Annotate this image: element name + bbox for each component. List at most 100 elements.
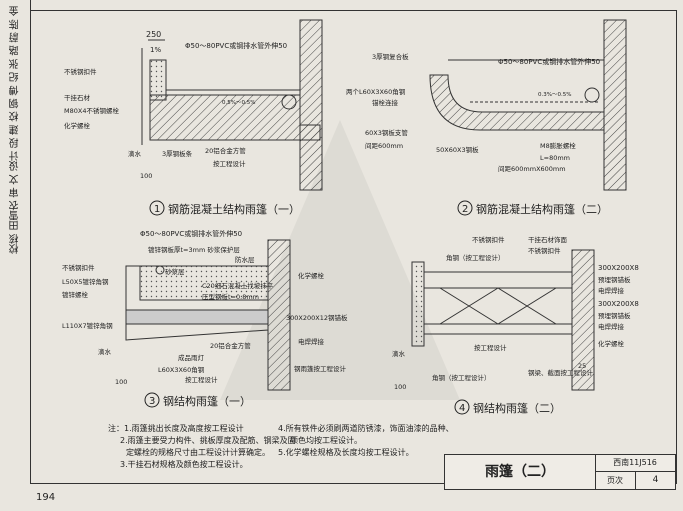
d3-steelplate: 压型钢板t=0.8mm — [202, 292, 259, 301]
d3-plate300: 300X200X12钢锚板 — [286, 313, 348, 322]
note-2: 2.雨篷主要受力构件、挑板厚度及配筋、钢梁及固 — [120, 436, 296, 445]
d4-title-num: 4 — [459, 403, 465, 414]
d2-len: L=80mm — [540, 154, 570, 162]
d1-bolt: M80X4不锈钢螺栓 — [64, 106, 119, 115]
d2-slope: 0.3%～0.5% — [538, 92, 571, 98]
title-block-code: 西南11J516 — [595, 455, 675, 472]
d4-clip: 不锈钢扣件 — [528, 246, 561, 255]
d3-title: 钢结构雨篷（一） — [163, 394, 251, 408]
d4-truss-frame — [423, 271, 573, 335]
d3-alum: 20铝合金方管 — [210, 341, 251, 350]
d3-concrete — [139, 265, 269, 301]
diagram-2: 3厚钢复合板 Φ50～80PVC或钢排水管外伸50 两个L60X3X60角钢 锚… — [346, 19, 627, 216]
d3-weldp: 电焊焊接 — [298, 337, 325, 346]
note-4: 3.干挂石材规格及颜色按工程设计。 — [120, 460, 248, 469]
d2-title-circle — [457, 200, 473, 216]
d3-title-num: 3 — [149, 396, 155, 407]
title-block: 雨篷（二） 西南11J516 页次 4 — [444, 454, 676, 490]
d1-wall — [299, 19, 323, 191]
note-1: 注：1.雨篷挑出长度及高度按工程设计 — [108, 424, 244, 433]
d4-weld1: 电焊焊接 — [598, 286, 625, 295]
d2-bolt2: 间距600mm — [365, 142, 403, 150]
note-3: 定螺栓的规格尺寸由工程设计计算确定。 — [126, 448, 270, 457]
d3-eng: 按工程设计 — [185, 375, 218, 384]
diagram-1: 250 1% Φ50～80PVC或钢排水管外伸50 不锈钢扣件 干挂石材 M80… — [64, 19, 323, 216]
d1-sstop: 不锈钢扣件 — [64, 67, 97, 76]
d1-title-circle — [149, 200, 165, 216]
d4-dim100: 100 — [394, 383, 406, 391]
d1-slab — [149, 94, 321, 141]
d4-drip: 滴水 — [392, 349, 406, 358]
diagram-4: 不锈钢扣件 干挂石材饰面 不锈钢扣件 角钢（按工程设计） 300X200X8 预… — [392, 235, 639, 415]
page-number: 194 — [36, 492, 56, 503]
d1-slope05: 0.5%～0.5% — [222, 100, 255, 106]
d1-title: 钢筋混凝土结构雨篷（一） — [168, 202, 300, 216]
d1-gstone: 干挂石材 — [64, 93, 91, 102]
d4-diag-3 — [439, 287, 499, 325]
d4-sstop: 不锈钢扣件 — [472, 235, 505, 244]
d1-drain: Φ50～80PVC或钢排水管外伸50 — [185, 41, 287, 50]
d1-alum: 20铝合金方管 — [205, 146, 246, 155]
d4-embed2: 预埋钢锚板 — [598, 311, 631, 320]
d4-dim25: 25 — [578, 362, 586, 370]
d2-curved-slab — [429, 74, 605, 131]
d1-chembolt: 化学螺栓 — [64, 121, 91, 130]
watermark — [220, 120, 460, 400]
d2-title-num: 2 — [462, 204, 468, 215]
d2-plate: 60X3钢板支管 — [365, 128, 408, 137]
d1-dim100: 100 — [140, 172, 152, 180]
note-5: 4.所有铁件必须刷两道防锈漆，饰面油漆的品种、 — [278, 424, 454, 433]
d3-chem: 化学螺栓 — [298, 271, 325, 280]
d3-angle60: L60X3X60角钢 — [158, 365, 205, 374]
d1-dim250: 250 — [146, 30, 161, 39]
d3-angle110: L110X7镀锌角钢 — [62, 321, 113, 330]
d4-steelpost: 钢梁、截面按工程设计 — [528, 368, 594, 377]
d2-anchor: 锚栓连接 — [372, 98, 399, 107]
d4-stone-face — [411, 261, 425, 347]
d2-wall — [603, 19, 627, 191]
title-block-title: 雨篷（二） — [445, 455, 596, 489]
d2-title: 钢筋混凝土结构雨篷（二） — [476, 202, 608, 216]
d3-by: 钢雨篷按工程设计 — [294, 364, 347, 373]
d4-embed1: 预埋钢锚板 — [598, 275, 631, 284]
d2-plate50: 50X60X3钢板 — [436, 145, 479, 154]
d1-drain-pipe — [281, 94, 297, 110]
notes-right: 4.所有铁件必须刷两道防锈漆，饰面油漆的品种、 颜色均按工程设计。 5.化学螺栓… — [278, 423, 454, 459]
d2-steel3: 3厚钢复合板 — [372, 52, 409, 61]
d2-drain-pipe — [584, 87, 600, 103]
d3-weld: 镀锌钢板厚t=3mm 砂浆保护层 — [148, 245, 240, 254]
d4-diag-4 — [497, 287, 557, 325]
note-7: 5.化学螺栓规格及长度均按工程设计。 — [278, 448, 414, 457]
d3-beam — [125, 309, 269, 325]
d4-weld2: 电焊焊接 — [598, 322, 625, 331]
d3-drain-pipe — [155, 265, 165, 275]
d2-angle: 两个L60X3X60角钢 — [346, 87, 406, 96]
d3-prod: 成品雨灯 — [178, 353, 205, 362]
d1-slope1: 1% — [150, 46, 161, 54]
d3-drain: Φ50～80PVC或钢排水管外伸50 — [140, 229, 242, 238]
d4-plate2: 300X200X8 — [598, 300, 639, 308]
d4-title-circle — [454, 399, 470, 415]
d3-waterproof: 防水层 — [235, 255, 255, 264]
d3-sand: 砂浆层 — [165, 267, 185, 276]
d1-eng: 按工程设计 — [213, 159, 246, 168]
d4-angle2: 角钢（按工程设计） — [432, 373, 491, 382]
d2-drain: Φ50～80PVC或钢排水管外伸50 — [498, 57, 600, 66]
diagram-3: Φ50～80PVC或钢排水管外伸50 镀锌钢板厚t=3mm 砂浆保护层 不锈钢扣… — [62, 229, 348, 408]
d2-spacing: 间距600mmX600mm — [498, 165, 566, 173]
title-block-page-label: 页次 — [595, 472, 636, 489]
d4-plate1: 300X200X8 — [598, 264, 639, 272]
d3-angle1: L50X5镀锌角钢 — [62, 277, 109, 286]
d2-m8: M8膨胀螺栓 — [540, 141, 576, 150]
notes-left: 注：1.雨篷挑出长度及高度按工程设计 2.雨篷主要受力构件、挑板厚度及配筋、钢梁… — [108, 423, 296, 471]
d4-title: 钢结构雨篷（二） — [473, 401, 561, 415]
d1-steelstrip3: 3厚钢板条 — [162, 149, 193, 158]
d1-upstand — [149, 59, 167, 101]
d3-title-circle — [144, 392, 160, 408]
title-block-page-num: 4 — [652, 475, 659, 485]
d3-drip: 滴水 — [98, 347, 112, 356]
d4-gstone: 干挂石材饰面 — [528, 235, 568, 244]
d4-chem: 化学螺栓 — [598, 339, 625, 348]
